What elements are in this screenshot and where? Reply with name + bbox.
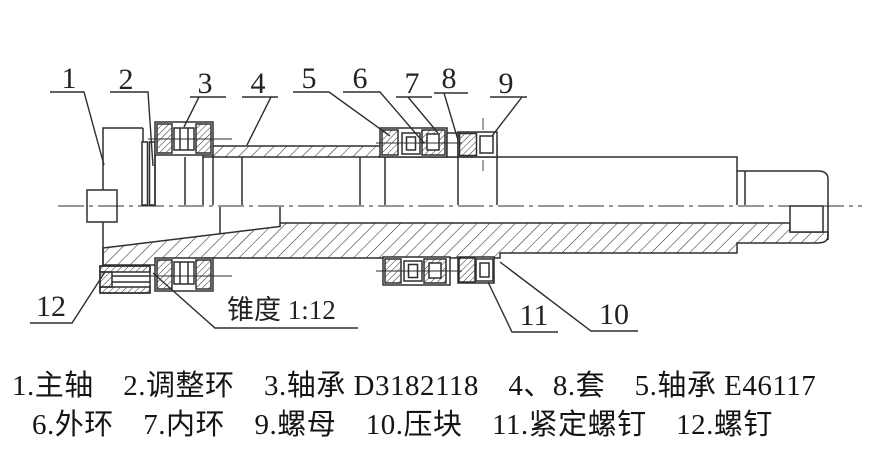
- callout-7: 7: [404, 67, 420, 100]
- taper-note: 锥度 1:12: [227, 295, 336, 325]
- spindle-left-end: [102, 127, 143, 190]
- nut-9: [457, 131, 498, 158]
- caption-line-1: 1.主轴 2.调整环 3.轴承 D3182118 4、8.套 5.轴承 E461…: [12, 370, 817, 402]
- callout-5: 5: [301, 62, 317, 95]
- callout-4: 4: [250, 67, 266, 100]
- callout-8: 8: [441, 62, 457, 95]
- callout-3: 3: [197, 67, 213, 100]
- callout-1: 1: [61, 62, 77, 95]
- bearing-3-bottom: [154, 257, 214, 292]
- shaft-right-outline: [497, 156, 829, 240]
- callout-6: 6: [352, 62, 368, 95]
- spindle-section: [58, 118, 862, 294]
- bearing-5-top: [379, 127, 448, 158]
- callout-12: 12: [36, 290, 66, 323]
- screw-12: [99, 265, 151, 294]
- callout-9: 9: [498, 67, 514, 100]
- callout-leaders: [30, 91, 638, 333]
- shaft-end-keyway: [789, 205, 824, 233]
- bearing-3-top: [154, 121, 214, 156]
- callout-11: 11: [519, 299, 549, 332]
- callout-10: 10: [599, 298, 629, 331]
- set-screw-block: [457, 256, 495, 284]
- callout-2: 2: [118, 63, 134, 96]
- caption-line-2: 6.外环 7.内环 9.螺母 10.压块 11.紧定螺钉 12.螺钉: [32, 409, 773, 441]
- adjusting-ring: [141, 141, 149, 206]
